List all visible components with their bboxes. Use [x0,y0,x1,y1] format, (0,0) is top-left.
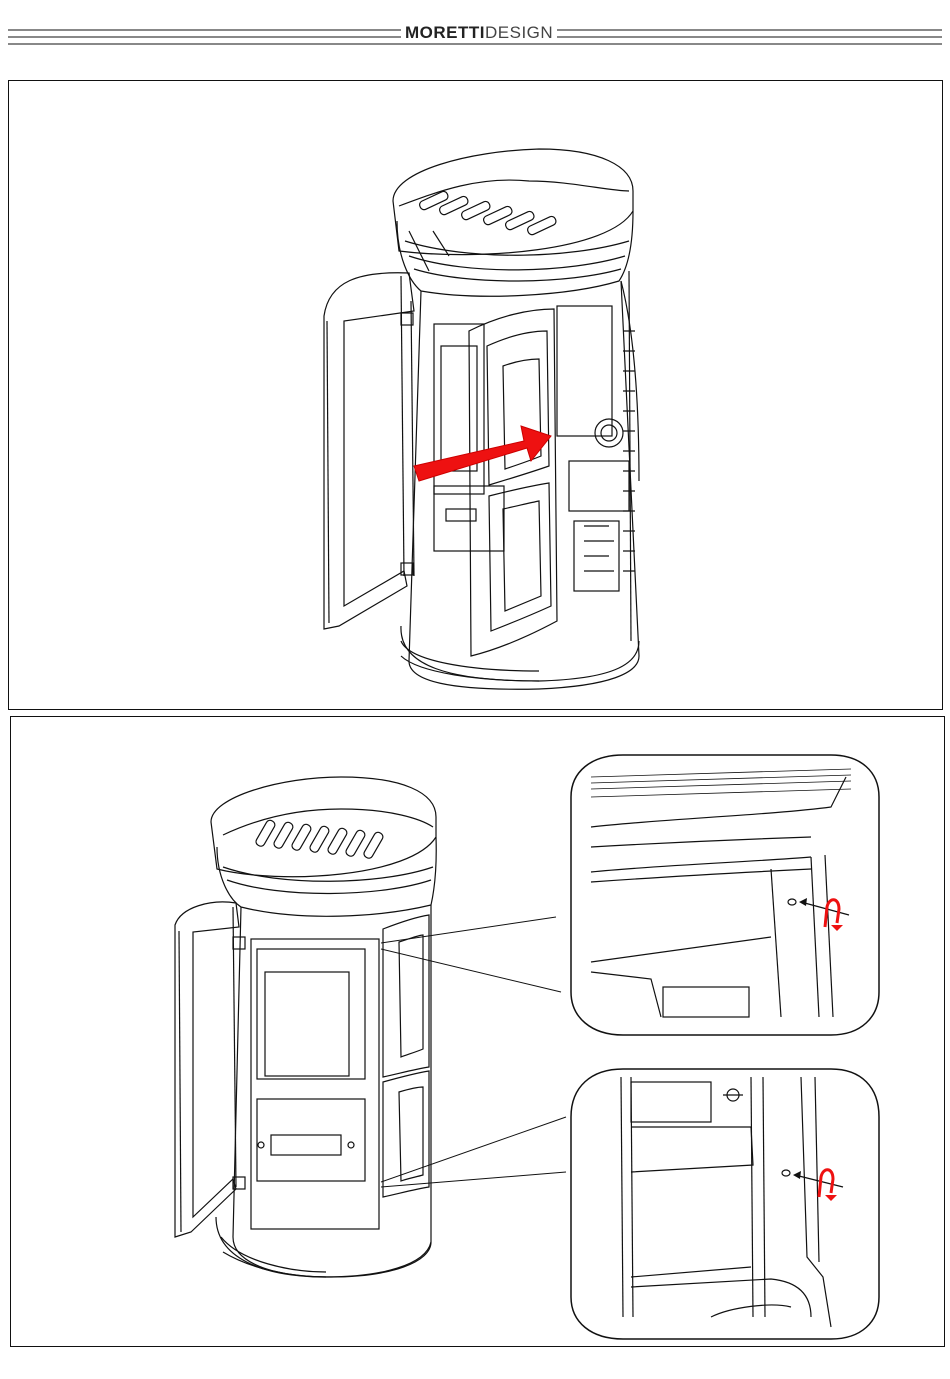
rotate-arrow-icon [793,1170,843,1201]
stove-front-panels-illustration [11,717,943,1345]
detail-zoom-bottom [571,1069,879,1339]
stove-front-door-open-illustration [9,81,941,708]
brand-logo-light: DESIGN [485,23,553,42]
page-header: MORETTIDESIGN [0,0,950,60]
brand-logo-bold: MORETTI [405,23,485,42]
illustration-panel-door-open [8,80,943,710]
illustration-panel-fixing-screws [10,716,945,1347]
top-vent-slots [418,190,557,236]
detail-zoom-top [571,755,879,1035]
top-vent-slots-2 [255,819,385,860]
brand-logo: MORETTIDESIGN [401,23,557,43]
rotate-arrow-icon [799,898,849,931]
